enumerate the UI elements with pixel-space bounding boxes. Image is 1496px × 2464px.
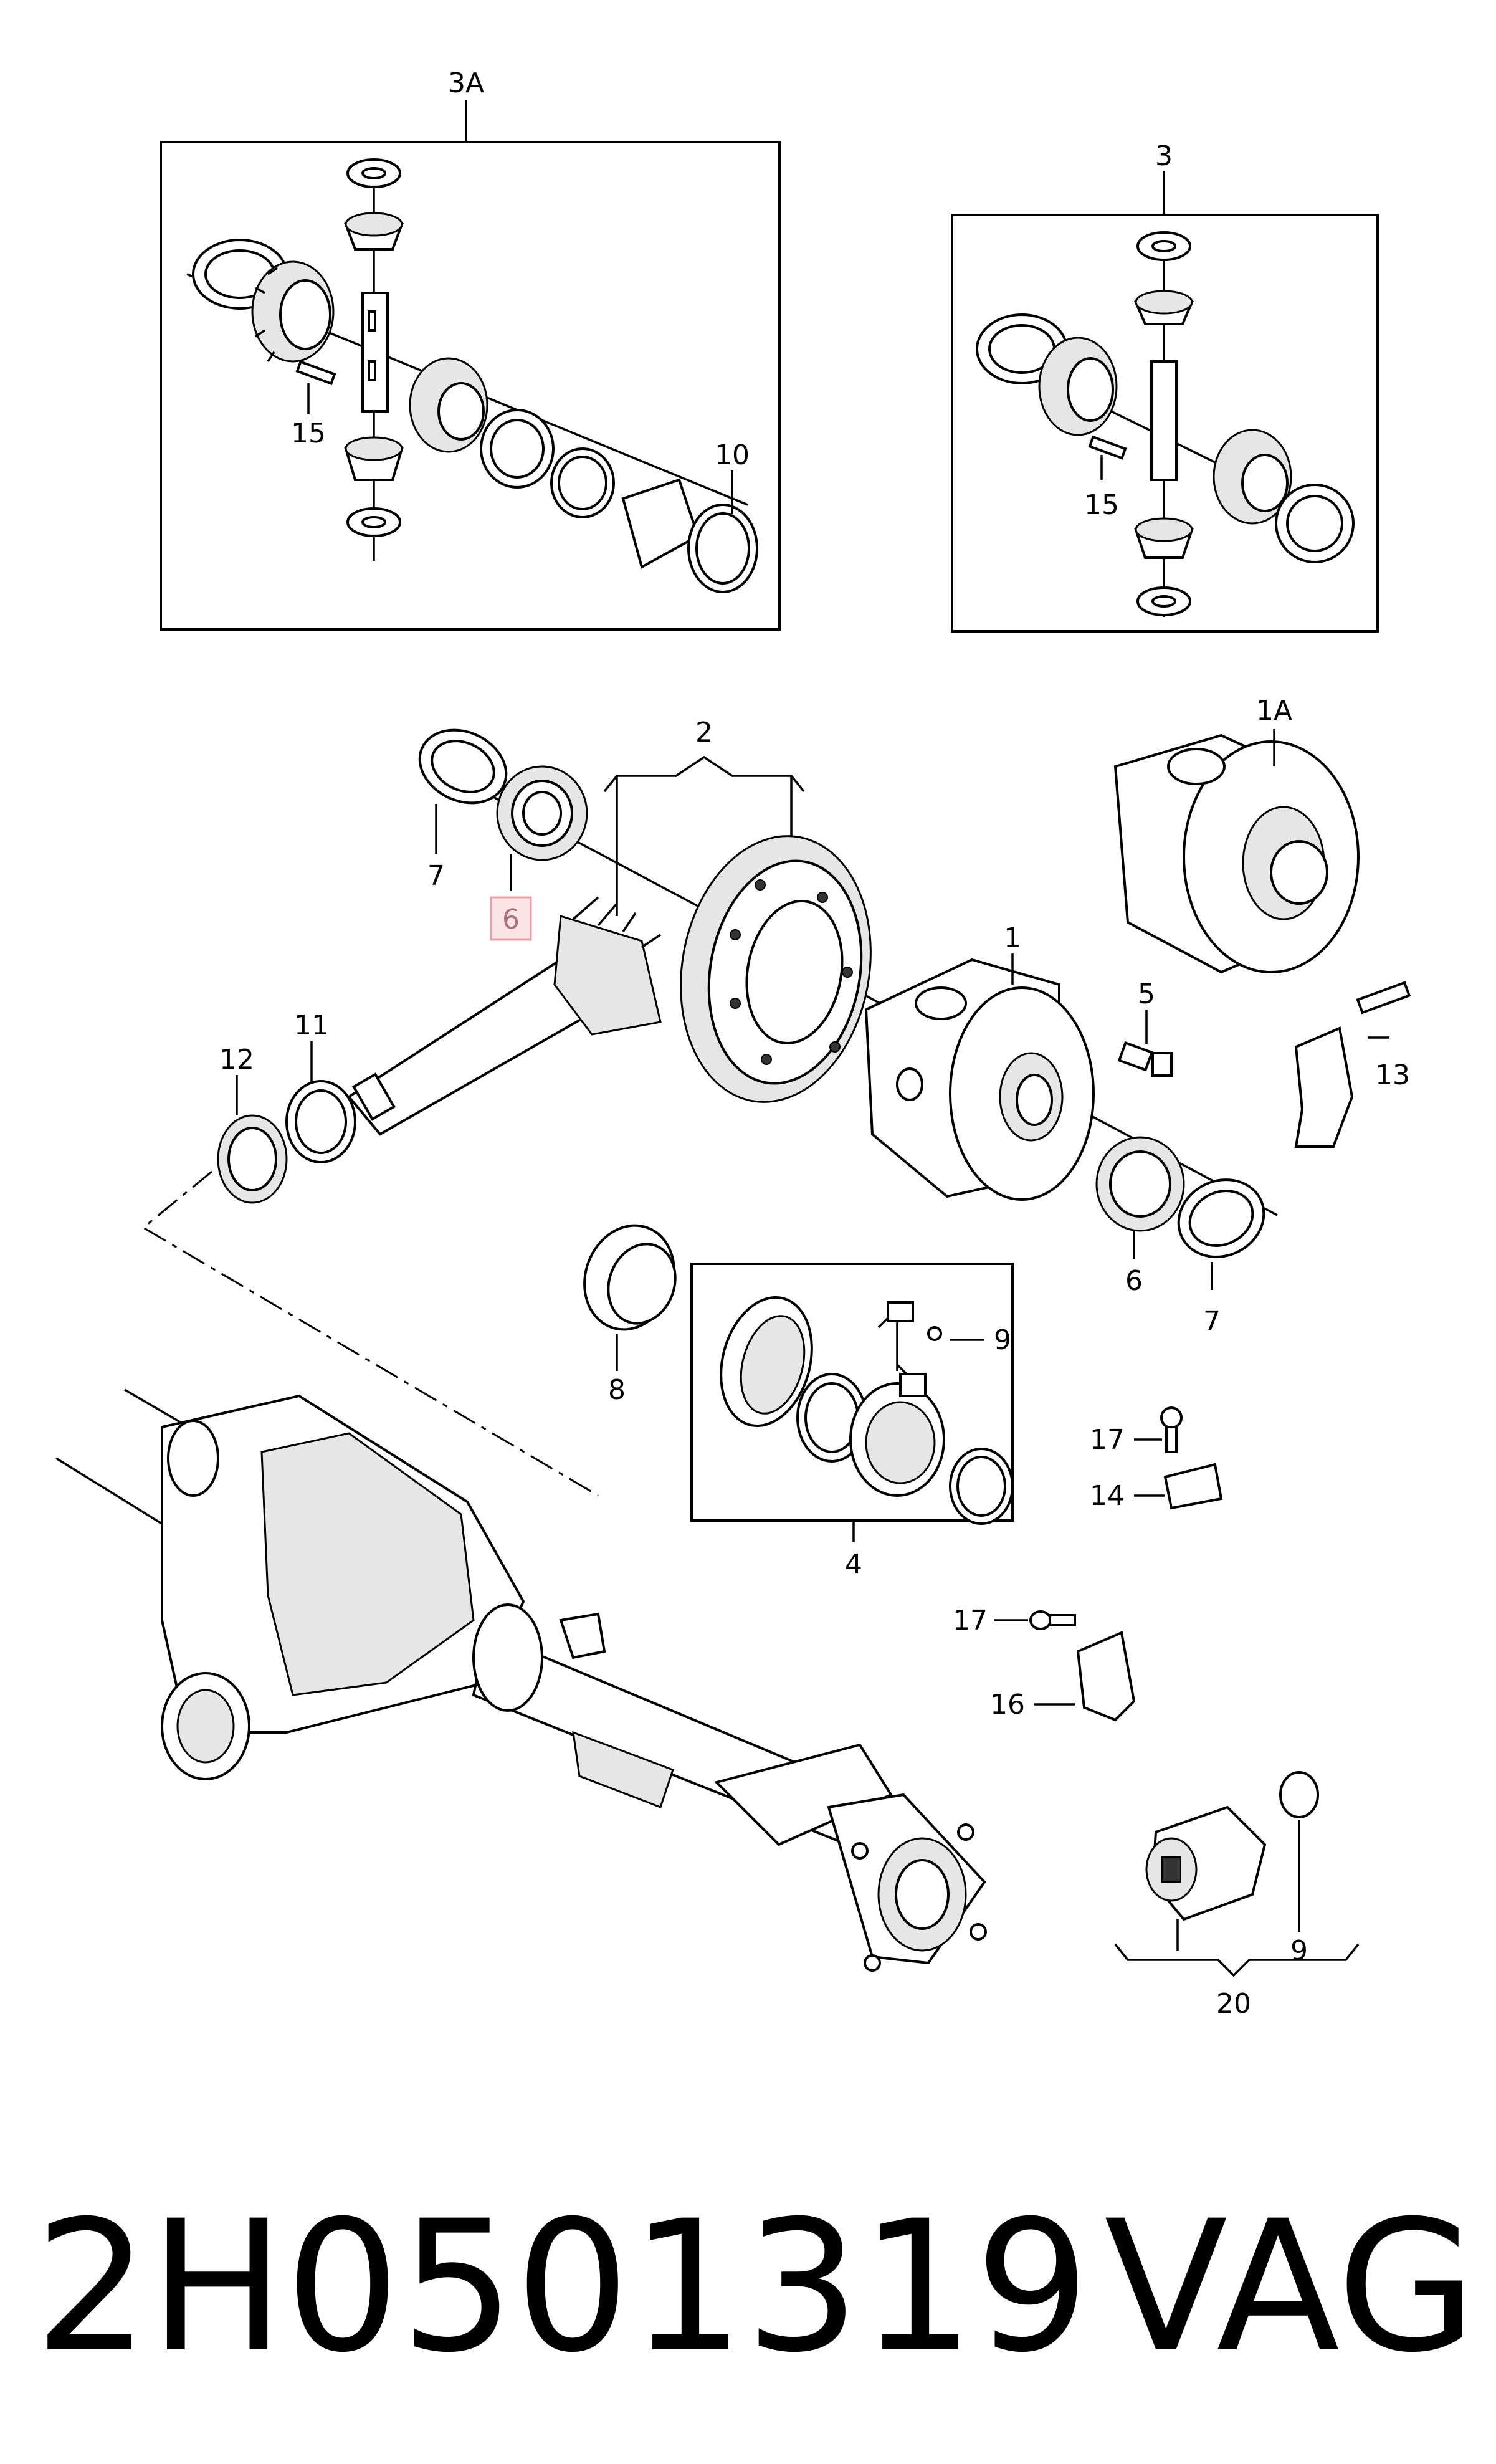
callout-14: 14 <box>1090 1480 1125 1512</box>
callout-13: 13 <box>1375 1059 1410 1091</box>
callout-1A: 1A <box>1256 695 1292 727</box>
callout-2: 2 <box>695 717 713 748</box>
dashed-leader <box>141 1170 599 1497</box>
pin-15-3A <box>295 360 336 385</box>
side-gear-right-3A <box>409 357 488 453</box>
axle-housing <box>55 1388 987 1972</box>
bearing-6-bottom <box>1095 1136 1185 1232</box>
callout-9-bottom: 9 <box>1290 1935 1308 1967</box>
callout-1: 1 <box>1004 922 1021 954</box>
highlight-box-6[interactable] <box>490 896 532 941</box>
bearing-6-top <box>496 765 588 861</box>
bolt-5 <box>1117 1041 1173 1077</box>
callout-7-bottom: 7 <box>1203 1306 1221 1337</box>
callout-8: 8 <box>608 1374 626 1406</box>
callout-17-top: 17 <box>1090 1424 1125 1456</box>
brand-name: VAG <box>1104 2182 1477 2392</box>
o-ring-9-bottom <box>1279 1771 1319 1818</box>
callout-4: 4 <box>845 1549 862 1580</box>
inset-3A: 3A 15 <box>160 67 781 631</box>
spider-gear-top <box>344 158 404 251</box>
callout-7-top: 7 <box>427 860 445 892</box>
main-exploded-view: 7 6 2 11 <box>55 695 1411 2020</box>
bracket-20 <box>1114 1943 1360 1977</box>
callout-3A: 3A <box>448 67 484 99</box>
bracket-16 <box>1076 1631 1136 1722</box>
callout-12: 12 <box>219 1044 254 1076</box>
side-gear-left-3A <box>251 260 335 363</box>
bolt-17-bottom <box>1029 1610 1076 1630</box>
callout-16: 16 <box>990 1689 1025 1721</box>
callout-9-top: 9 <box>994 1324 1011 1356</box>
callout-15-3A: 15 <box>291 418 326 449</box>
part-number: 2H0501319 <box>34 2182 1090 2392</box>
inset-3A-frame <box>160 141 781 631</box>
bearing-cap-13 <box>1294 981 1411 1148</box>
callout-11: 11 <box>294 1010 329 1041</box>
clip-14 <box>1163 1463 1223 1510</box>
bolt-17-top <box>1160 1406 1183 1453</box>
pinion-shaft <box>347 896 662 1136</box>
differential-housing-1 <box>864 958 1095 1201</box>
differential-housing-1A <box>1113 733 1360 974</box>
kit-4-frame <box>690 1263 1014 1522</box>
callout-15-3: 15 <box>1084 489 1119 521</box>
clutch-carrier-3A <box>621 478 700 569</box>
callout-6-bottom: 6 <box>1125 1265 1143 1297</box>
callout-6-top-highlighted[interactable]: 6 <box>502 904 520 935</box>
callout-5: 5 <box>1138 978 1155 1010</box>
callout-10: 10 <box>715 439 750 471</box>
callout-20: 20 <box>1216 1988 1251 2020</box>
spider-gear-3-top <box>1135 290 1193 315</box>
kit-4 <box>690 1263 1014 1525</box>
ring-gear <box>680 835 872 1103</box>
bearing-12 <box>217 1114 288 1204</box>
sensor-20 <box>1145 1805 1267 1921</box>
pin-15-3 <box>1088 435 1127 460</box>
cross-shaft-3 <box>1150 360 1178 481</box>
inset-3: 3 15 <box>951 140 1379 633</box>
callout-3: 3 <box>1155 140 1173 172</box>
callout-17-bottom: 17 <box>953 1605 988 1636</box>
